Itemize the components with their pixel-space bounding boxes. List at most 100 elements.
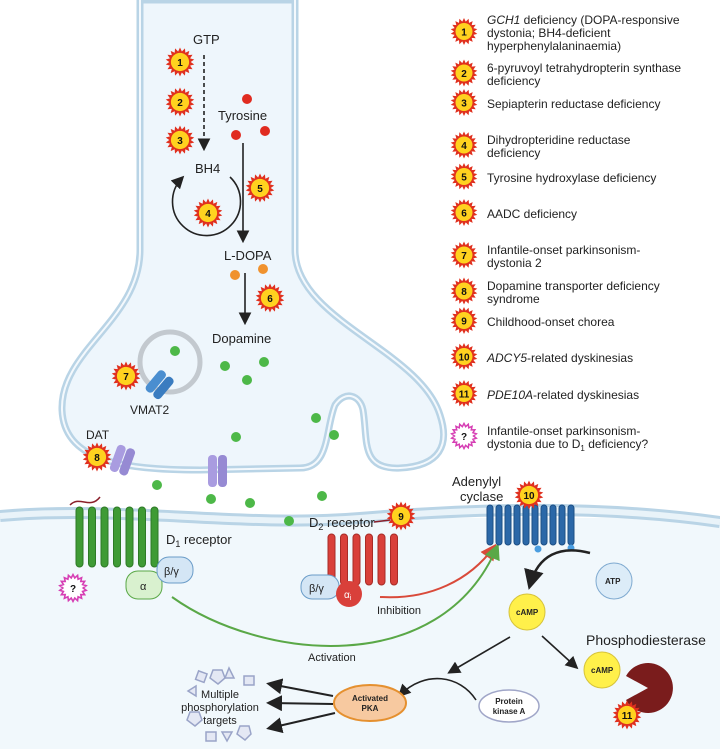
- activated-pka: [333, 684, 407, 722]
- d2-receptor: [327, 533, 398, 586]
- legend-text: Infantile-onset parkinsonism-: [487, 424, 640, 438]
- transmembrane-helix: [567, 504, 575, 546]
- vmat2-transporter: [145, 370, 174, 400]
- ldopa-molecule: [230, 270, 240, 280]
- transmembrane-helix: [352, 533, 361, 586]
- legend-text: AADC deficiency: [487, 207, 577, 221]
- dopamine-molecule: [242, 375, 252, 385]
- dopamine-molecule: [220, 361, 230, 371]
- legend-number: 5: [461, 173, 467, 184]
- gtp-label: GTP: [193, 32, 220, 47]
- vmat2-label: VMAT2: [130, 403, 169, 417]
- camp-molecule-pde: [583, 651, 621, 689]
- legend-number: 7: [461, 251, 467, 262]
- transmembrane-helix: [522, 504, 530, 546]
- badge-number: 4: [205, 209, 211, 220]
- legend-number: 3: [461, 99, 467, 110]
- legend-item: ?Infantile-onset parkinsonism-dystonia d…: [450, 422, 649, 453]
- phosphorylation-arrow: [266, 678, 334, 697]
- pka-activation-arrow: [397, 677, 477, 701]
- phosphorylation-arrow: [266, 712, 336, 734]
- legend-text: Tyrosine hydroxylase deficiency: [487, 171, 656, 185]
- transmembrane-helix: [113, 506, 121, 568]
- legend-text: Sepiapterin reductase deficiency: [487, 97, 660, 111]
- dat-transporter: [109, 444, 136, 476]
- g-beta-gamma-subunit: [156, 556, 194, 584]
- legend-number: 4: [461, 141, 467, 152]
- legend-number: 1: [461, 28, 467, 39]
- activated-pka-label-2: PKA: [362, 704, 379, 713]
- legend-text: 6-pyruvoyl tetrahydropterin synthase: [487, 61, 681, 75]
- badge-number: 7: [123, 372, 129, 383]
- badge-b9: 9: [386, 501, 416, 531]
- phosphodiesterase-enzyme: [626, 663, 673, 713]
- legend-number: ?: [461, 432, 467, 443]
- activation-arrow: [171, 543, 500, 647]
- transmembrane-helix: [558, 504, 566, 546]
- targets-label-2: phosphorylation: [181, 702, 259, 714]
- transmembrane-helix: [486, 504, 494, 546]
- legend-text: GCH1 deficiency (DOPA-responsive: [487, 13, 680, 27]
- transmembrane-helix: [390, 533, 398, 586]
- presynaptic-terminal: [58, 0, 448, 474]
- dopamine-molecule: [259, 357, 269, 367]
- inhibition-label: Inhibition: [377, 605, 421, 617]
- legend-item: 5 Tyrosine hydroxylase deficiency: [450, 163, 656, 190]
- phosphorylation-arrow: [266, 695, 334, 712]
- badge-number: 3: [177, 136, 183, 147]
- badge-b8: 8: [82, 442, 112, 472]
- d2-receptor-label: D2 receptor: [309, 515, 375, 532]
- badge-b11: 11: [612, 700, 642, 730]
- badge-b4: 4: [193, 198, 223, 228]
- badge-number: 11: [622, 711, 633, 722]
- badge-number: 5: [257, 184, 263, 195]
- badge-b3: 3: [165, 125, 195, 155]
- transmembrane-helix: [125, 506, 134, 568]
- badge-unknown: ?: [59, 573, 87, 603]
- legend-text: Infantile-onset parkinsonism-: [487, 243, 640, 257]
- badge-number: 10: [523, 491, 535, 502]
- badge-number: 6: [267, 294, 273, 305]
- dat-transporter-2: [208, 455, 227, 487]
- protein-kinase-a-label-2: kinase A: [493, 707, 526, 716]
- g-beta-gamma-label: β/γ: [164, 566, 179, 578]
- transmembrane-helix: [150, 506, 159, 568]
- legend-number: 11: [459, 390, 470, 401]
- bh4-label: BH4: [195, 161, 220, 176]
- dat-label: DAT: [86, 428, 110, 442]
- legend-item: 3 Sepiapterin reductase deficiency: [450, 89, 660, 116]
- transmembrane-helix: [504, 504, 512, 546]
- legend-text: hyperphenylalaninaemia): [487, 39, 621, 53]
- badge-b7: 7: [111, 361, 141, 391]
- protein-kinase-a: [478, 689, 540, 723]
- legend-number: 8: [461, 287, 467, 298]
- adenylyl-cyclase-label-1: Adenylyl: [452, 474, 501, 489]
- badge-b10: 10: [514, 480, 544, 510]
- camp-to-pde-arrow: [541, 635, 579, 670]
- tyrosine-label: Tyrosine: [218, 108, 267, 123]
- phosphodiesterase-label: Phosphodiesterase: [586, 632, 706, 648]
- badge-b6: 6: [255, 283, 285, 313]
- transmembrane-helix: [549, 504, 557, 546]
- dopamine-molecule: [311, 413, 321, 423]
- legend-text: ADCY5-related dyskinesias: [486, 351, 633, 365]
- transmembrane-helix: [138, 506, 146, 568]
- transmembrane-helix: [377, 533, 386, 586]
- legend-number: 10: [458, 353, 470, 364]
- activated-pka-label-1: Activated: [352, 694, 388, 703]
- badge-b1: 1: [165, 47, 195, 77]
- activation-label: Activation: [308, 652, 356, 664]
- transmembrane-helix: [340, 533, 348, 586]
- dopamine-molecule: [152, 480, 162, 490]
